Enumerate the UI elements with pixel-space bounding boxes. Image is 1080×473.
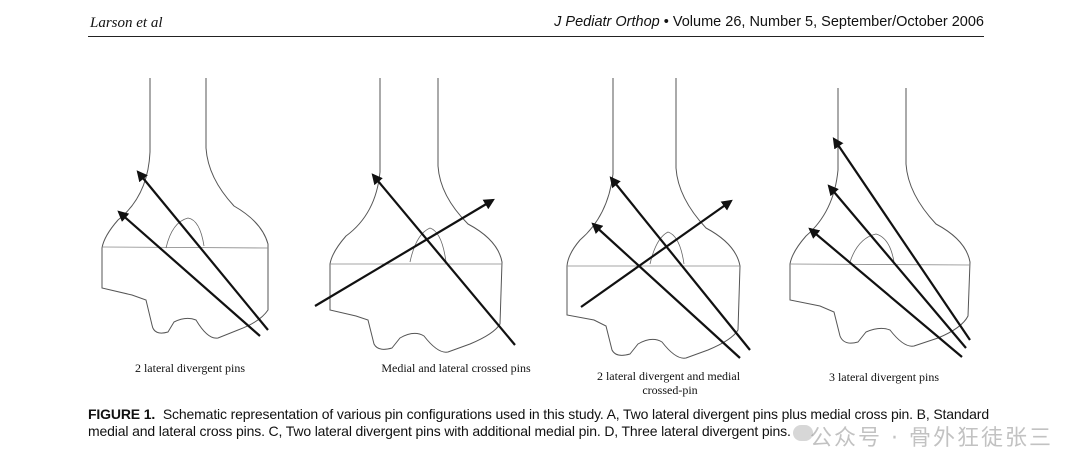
panel-c-pin-medial [580, 199, 733, 308]
panel-b-pin-lateral [371, 173, 516, 346]
figure-number: FIGURE 1. [88, 406, 156, 422]
panel-d-condyle-curve [849, 233, 895, 263]
figure-caption: FIGURE 1. Schematic representation of va… [88, 406, 993, 439]
watermark: 公众号 · 骨外狂徒张三 [810, 426, 1053, 451]
panel-a-condyle-curve [165, 217, 205, 249]
figure-caption-text: Schematic representation of various pin … [88, 406, 989, 439]
panel-a-pin-1 [136, 170, 269, 331]
header-issue: Volume 26, Number 5, September/October 2… [672, 14, 984, 30]
panel-d-pin-3 [808, 227, 963, 358]
panel-a-pin-2 [117, 210, 261, 337]
panel-b-diagram [314, 78, 516, 353]
panel-c-bone-outline [566, 78, 741, 359]
panel-c-label: 2 lateral divergent and medial crossed-p… [597, 369, 743, 397]
header-authors: Larson et al [90, 15, 163, 31]
panel-c-diagram [566, 78, 751, 359]
panel-d-label: 3 lateral divergent pins [829, 370, 939, 384]
panel-d-pin-1 [832, 137, 971, 341]
panel-d-pin-2 [827, 184, 967, 349]
panel-c-pin-lateral-2 [591, 222, 741, 359]
header-journal-info: J Pediatr Orthop • Volume 26, Number 5, … [554, 14, 984, 30]
panel-d-diagram [789, 88, 971, 358]
panel-d-bone-outline [789, 88, 971, 347]
panel-d-physis-line [789, 263, 971, 266]
wechat-icon [793, 425, 813, 441]
header-bullet: • [663, 14, 669, 30]
panel-a-label: 2 lateral divergent pins [135, 361, 245, 375]
panel-c-condyle-curve [649, 231, 685, 265]
panel-a-bone-outline [101, 78, 269, 339]
figure-pin-configurations: 2 lateral divergent pins Medial and late… [101, 78, 971, 397]
panel-c-pin-lateral-1 [609, 176, 751, 351]
panel-b-label: Medial and lateral crossed pins [381, 361, 531, 375]
panel-b-pin-medial [314, 198, 495, 307]
panel-a-physis-line [101, 246, 269, 249]
panel-b-bone-outline [329, 78, 503, 353]
panel-a-diagram [101, 78, 269, 339]
running-header: Larson et al J Pediatr Orthop • Volume 2… [88, 14, 984, 37]
header-journal: J Pediatr Orthop [554, 14, 660, 30]
